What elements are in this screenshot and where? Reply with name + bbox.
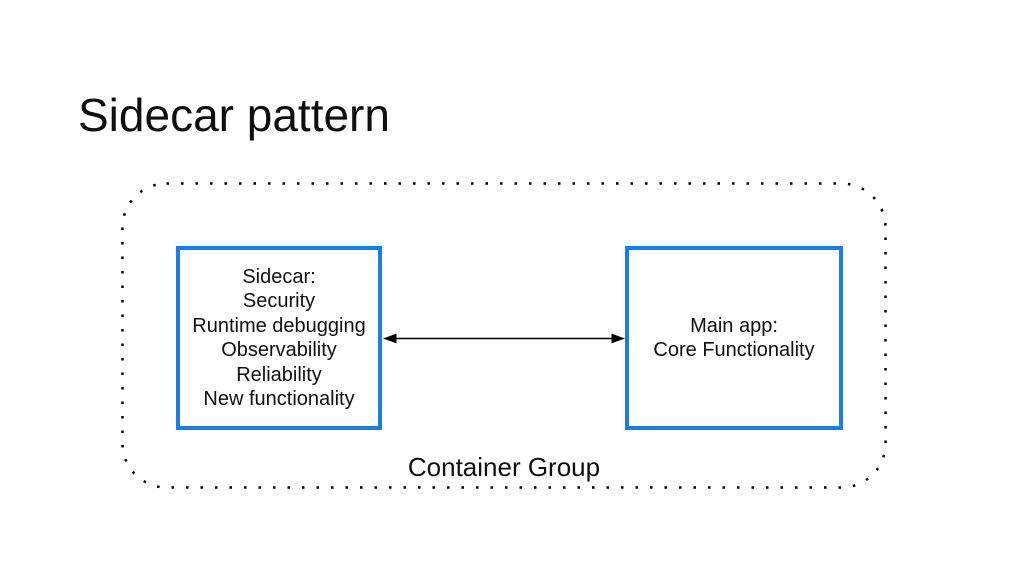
main-app-box: Main app: Core Functionality — [625, 246, 843, 430]
sidecar-box-title: Sidecar: — [242, 265, 316, 288]
sidecar-box-line: Observability — [221, 339, 337, 361]
slide-title: Sidecar pattern — [78, 88, 390, 141]
sidecar-box-line: Runtime debugging — [192, 314, 366, 337]
main-app-box-title: Main app: — [690, 314, 778, 337]
sidecar-box-text: Sidecar: Security Runtime debugging Obse… — [192, 265, 365, 412]
sidecar-box-line: Security — [242, 290, 316, 312]
main-app-box-line: Core Functionality — [653, 339, 815, 361]
container-group-label: Container Group — [407, 452, 601, 482]
sidecar-box-line: Reliability — [236, 363, 322, 386]
bidirectional-arrow-icon — [383, 333, 625, 344]
sidecar-box-line: New functionality — [203, 388, 355, 410]
sidecar-box: Sidecar: Security Runtime debugging Obse… — [176, 246, 382, 430]
main-app-box-text: Main app: Core Functionality — [653, 314, 814, 363]
